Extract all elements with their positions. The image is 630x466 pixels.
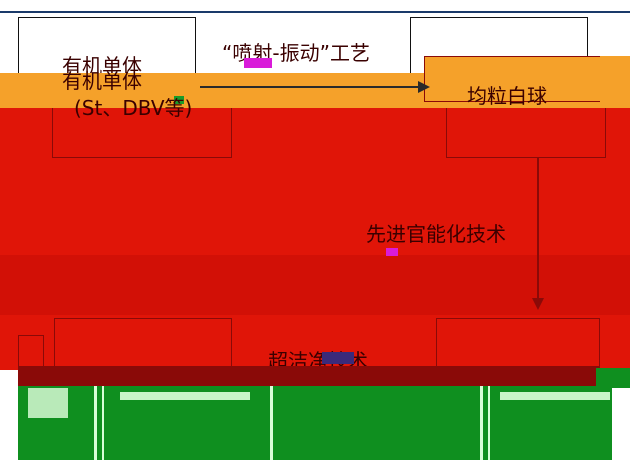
maroon-strip: [18, 366, 600, 386]
green-stripe-5: [488, 386, 490, 460]
green-text-block-2: [500, 392, 610, 400]
orange-band-right-box: [424, 56, 602, 102]
glitch-mark-1: [244, 58, 272, 68]
red-region-lower: [0, 255, 630, 315]
uniform-beads-title: 均粒白球: [467, 84, 547, 108]
glitch-mark-2: [174, 96, 184, 104]
glitch-mark-4: [322, 352, 354, 364]
red-region-mid: [0, 315, 630, 365]
process-arrow-line: [200, 86, 422, 88]
green-stripe-4: [480, 386, 483, 460]
monomer-subtitle: (St、DBV等): [74, 96, 193, 120]
green-text-block-3: [28, 388, 68, 418]
mid-left-outline: [52, 108, 232, 158]
green-stripe-1: [94, 386, 97, 460]
green-band-right: [596, 368, 630, 388]
monomer-title-overlay: 有机单体: [62, 69, 142, 93]
top-rule: [0, 11, 630, 13]
vertical-arrow-head: [532, 298, 544, 310]
green-stripe-3: [270, 386, 273, 460]
vertical-arrow-line: [537, 158, 539, 303]
green-stripe-2: [102, 386, 104, 460]
advanced-tech-label: 先进官能化技术: [366, 222, 506, 246]
process-arrow-head: [418, 81, 430, 93]
mid-right-outline: [446, 108, 606, 158]
glitch-mark-3: [386, 248, 398, 256]
green-text-block-1: [120, 392, 250, 400]
orange-band-right-edge: [600, 56, 630, 108]
